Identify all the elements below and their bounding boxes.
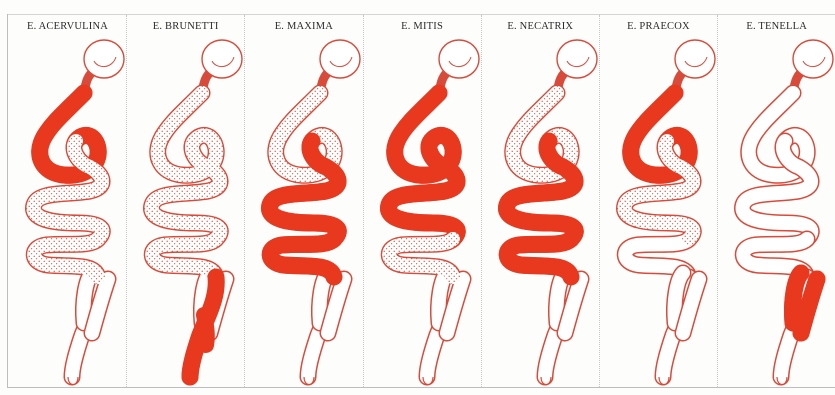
intestine-diagram [363,15,482,387]
mid-intestine-lesion-solid [507,239,571,277]
intestine-diagram [244,15,363,387]
gizzard-outline [675,40,715,78]
intestine-diagram [481,15,600,387]
frame-bottom-border [7,387,835,388]
intestine-diagram [126,15,245,387]
panel-tenella: E. TENELLA [717,15,835,387]
cloaca-tip [659,377,669,385]
panel-necatrix: E. NECATRIX [481,15,600,387]
panel-divider [244,15,245,387]
ceca-base-lesion [204,315,207,345]
panel-divider [717,15,718,387]
panel-divider [363,15,364,387]
panel-praecox: E. PRAECOX [599,15,718,387]
gizzard-outline [793,40,833,78]
intestine-diagram [717,15,835,387]
cloaca-tip [541,377,551,385]
cloaca-tip [777,377,787,385]
gizzard-outline [439,40,479,78]
intestine-diagram [8,15,127,387]
cloaca-tip [68,377,78,385]
panel-maxima: E. MAXIMA [244,15,363,387]
gizzard-outline [84,40,124,78]
panel-divider [481,15,482,387]
panel-acervulina: E. ACERVULINA [8,15,127,387]
cloaca-tip [304,377,314,385]
panel-divider [599,15,600,387]
cloaca-tip [423,377,433,385]
gizzard-outline [320,40,360,78]
mid-intestine-lesion-solid [271,239,335,277]
panel-mitis: E. MITIS [363,15,482,387]
intestine-diagram [599,15,718,387]
gizzard-outline [202,40,242,78]
panel-divider [126,15,127,387]
gizzard-outline [557,40,597,78]
panel-brunetti: E. BRUNETTI [126,15,245,387]
